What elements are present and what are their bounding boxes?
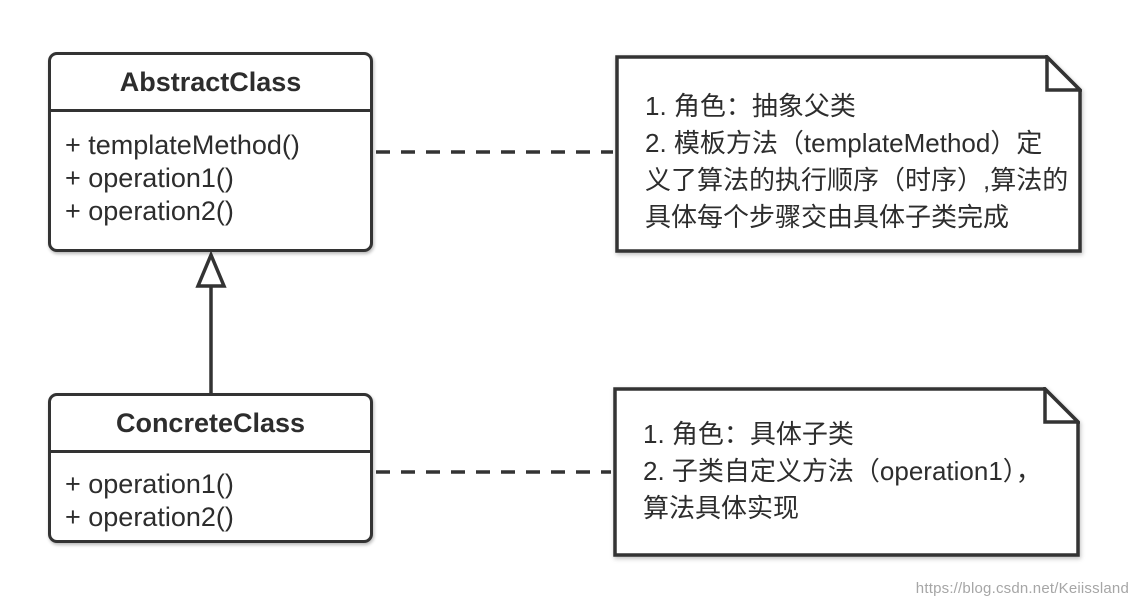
class-box-concreteclass: ConcreteClass + operation1() + operation…: [48, 393, 373, 543]
method-item: + operation2(): [65, 502, 234, 532]
note-line: 1. 角色：具体子类: [643, 419, 854, 449]
class-title: ConcreteClass: [51, 396, 370, 453]
note-text: 1. 角色：抽象父类 2. 模板方法（templateMethod）定 义了算法…: [615, 55, 1082, 253]
note-line: 2. 子类自定义方法（operation1），: [643, 456, 1042, 486]
class-title: AbstractClass: [51, 55, 370, 112]
note-abstract: 1. 角色：抽象父类 2. 模板方法（templateMethod）定 义了算法…: [615, 55, 1082, 253]
note-line: 2. 模板方法（templateMethod）定: [645, 128, 1043, 158]
class-methods: + templateMethod() + operation1() + oper…: [51, 112, 370, 228]
note-line: 具体每个步骤交由具体子类完成: [645, 202, 1010, 232]
method-item: + operation1(): [65, 163, 234, 193]
note-dogear-icon: [1045, 55, 1082, 92]
class-methods: + operation1() + operation2(): [51, 453, 370, 534]
note-concrete: 1. 角色：具体子类 2. 子类自定义方法（operation1）， 算法具体实…: [613, 387, 1080, 557]
generalization-arrowhead-icon: [195, 250, 227, 288]
method-item: + operation2(): [65, 196, 234, 226]
method-item: + operation1(): [65, 469, 234, 499]
note-dogear-icon: [1043, 387, 1080, 424]
note-line: 算法具体实现: [643, 493, 800, 523]
note-shape: [613, 387, 1080, 557]
note-line: 义了算法的执行顺序（时序）,算法的: [645, 165, 1069, 195]
note-line: 1. 角色：抽象父类: [645, 91, 856, 121]
method-item: + templateMethod(): [65, 130, 300, 160]
watermark-url: https://blog.csdn.net/Keiissland: [915, 580, 1129, 597]
note-shape: [615, 55, 1082, 253]
class-box-abstractclass: AbstractClass + templateMethod() + opera…: [48, 52, 373, 252]
note-text: 1. 角色：具体子类 2. 子类自定义方法（operation1）， 算法具体实…: [613, 387, 1080, 557]
